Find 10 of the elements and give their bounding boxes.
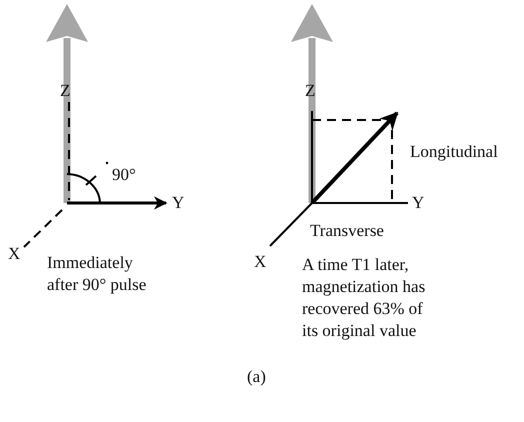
caption-text: A time T1 later, magnetization has recovered 63% of its original value <box>302 254 426 342</box>
angle-label: 90° <box>112 164 136 186</box>
axis-label: X <box>254 251 266 273</box>
axis-label: Y <box>412 192 424 214</box>
component-label: Longitudinal <box>410 141 498 163</box>
axis-label: Y <box>172 192 184 214</box>
panel-label: (a) <box>247 366 266 388</box>
caption-text: Immediately after 90° pulse <box>47 252 148 296</box>
axis-label: X <box>8 243 20 265</box>
component-label: Transverse <box>310 220 384 242</box>
